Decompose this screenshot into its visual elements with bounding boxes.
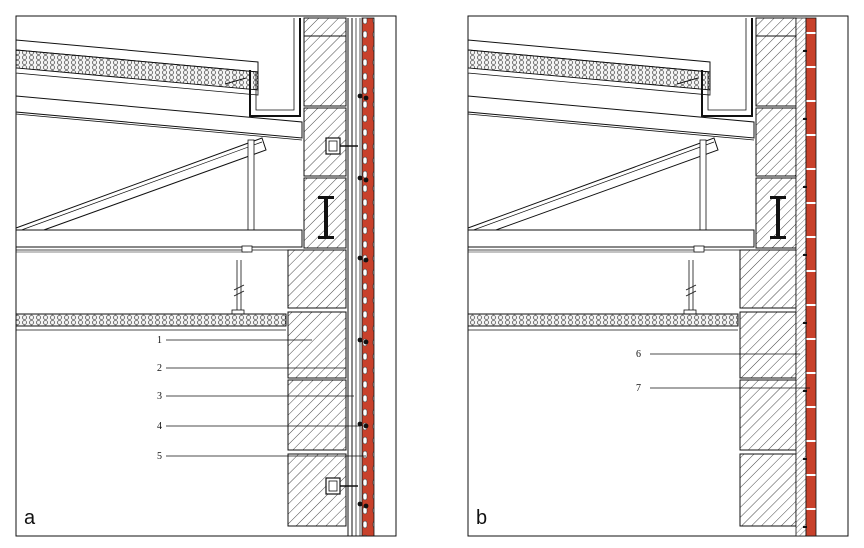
steel-i-beam xyxy=(318,196,334,239)
callout-5: 5 xyxy=(157,451,162,462)
roof-build-up xyxy=(467,18,755,312)
steel-i-beam xyxy=(770,196,786,239)
perforated-brick-cladding xyxy=(361,17,375,537)
bracket-anchor xyxy=(325,137,341,155)
callout-3: 3 xyxy=(157,391,162,402)
panel-a: 1 2 3 4 5 a xyxy=(15,15,397,537)
panel-label-a: a xyxy=(24,507,36,529)
panel-a-frame xyxy=(15,15,397,537)
bracket-anchor xyxy=(325,477,341,495)
suspended-ceiling xyxy=(467,309,739,331)
callout-1: 1 xyxy=(157,335,162,346)
roof-build-up xyxy=(15,18,303,312)
slip-fixings xyxy=(803,50,807,528)
panel-b-frame xyxy=(467,15,849,537)
callout-7: 7 xyxy=(636,383,641,394)
brick-slip-cladding xyxy=(805,17,817,537)
panel-b: 6 7 b xyxy=(467,15,849,537)
callout-6: 6 xyxy=(636,349,641,360)
callout-2: 2 xyxy=(157,363,162,374)
callouts-b: 6 7 xyxy=(636,349,810,394)
ventilated-cavity xyxy=(347,18,361,536)
masonry-wall xyxy=(739,17,797,527)
callouts-a: 1 2 3 4 5 xyxy=(157,335,366,462)
cladding-clips xyxy=(357,93,369,509)
panel-label-b: b xyxy=(476,507,487,529)
masonry-wall xyxy=(287,17,358,527)
suspended-ceiling xyxy=(15,309,287,331)
callout-4: 4 xyxy=(157,421,162,432)
